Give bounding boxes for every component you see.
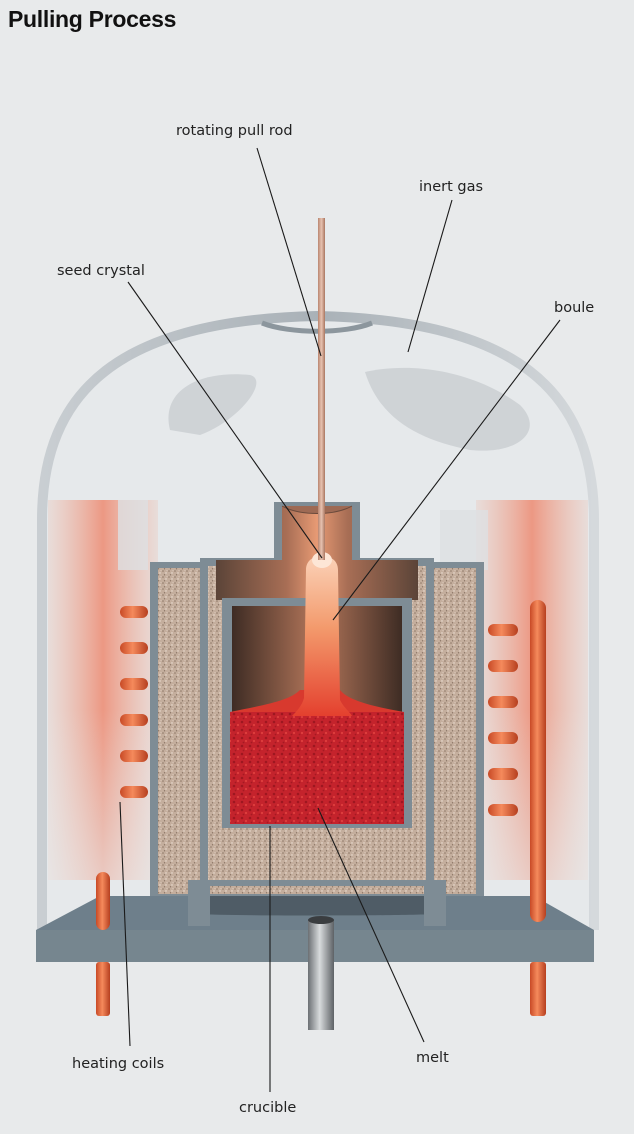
coil-right — [488, 600, 546, 1016]
label-inert-gas: inert gas — [419, 179, 483, 195]
label-melt: melt — [416, 1050, 449, 1066]
label-boule: boule — [554, 300, 594, 316]
heating-coils — [96, 600, 546, 1016]
diagram-title: Pulling Process — [8, 6, 177, 32]
leader-lines — [119, 147, 561, 1092]
crucible — [230, 690, 404, 824]
label-seed-crystal: seed crystal — [57, 263, 145, 279]
melt-pool — [230, 712, 404, 824]
pull-rod — [318, 218, 325, 560]
coil-left — [96, 606, 148, 1016]
label-heating-coils: heating coils — [72, 1056, 164, 1072]
label-rotating-pull-rod: rotating pull rod — [176, 123, 293, 139]
gas-pipe — [308, 916, 334, 1030]
label-crucible: crucible — [239, 1100, 296, 1116]
